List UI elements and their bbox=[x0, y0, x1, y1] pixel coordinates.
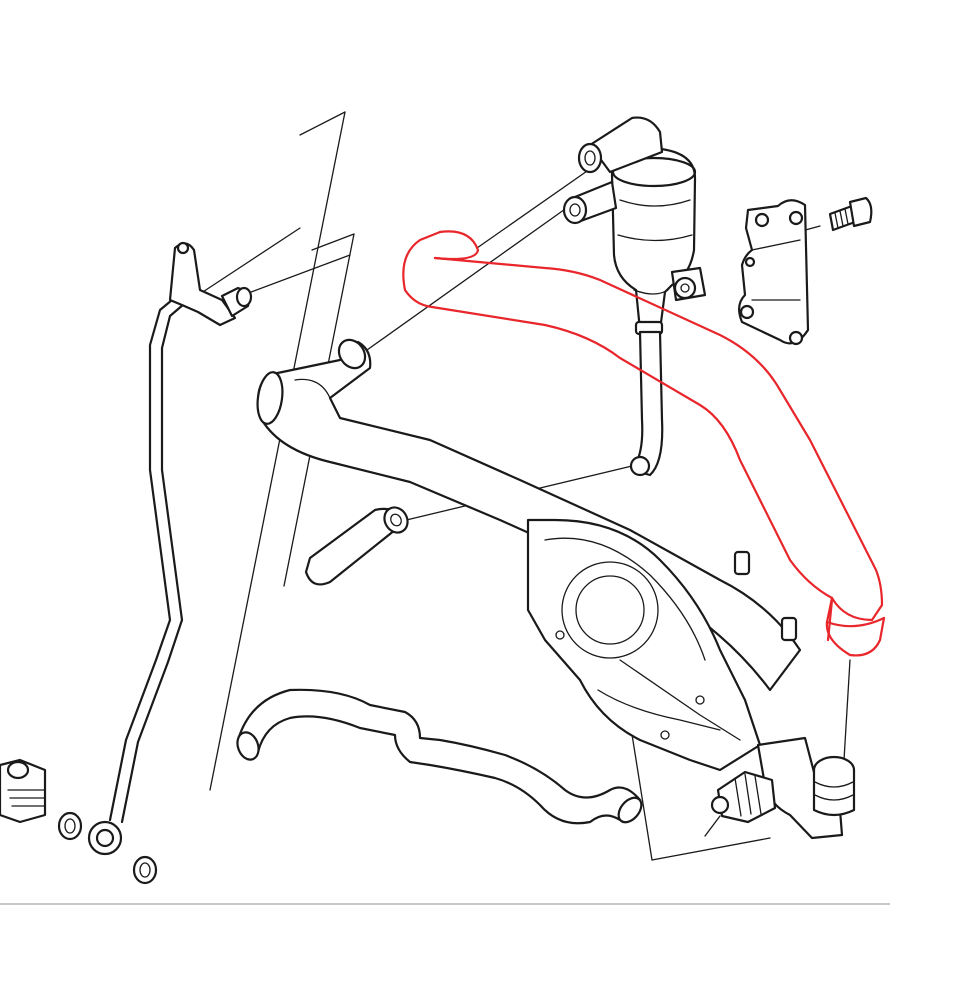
oil-separator bbox=[562, 116, 707, 477]
oil-filter-housing bbox=[526, 518, 798, 772]
mounting-bracket bbox=[738, 199, 810, 346]
coolant-hose bbox=[236, 688, 643, 825]
sealing-rings bbox=[57, 811, 158, 885]
hose-elbow bbox=[304, 506, 409, 586]
banjo-bolt bbox=[0, 758, 47, 824]
vent-hose bbox=[256, 338, 802, 692]
bolt bbox=[828, 196, 873, 232]
crankcase-breather-hose bbox=[402, 230, 886, 657]
oil-feed-pipe bbox=[87, 241, 253, 856]
pipe-fitting bbox=[710, 736, 856, 840]
